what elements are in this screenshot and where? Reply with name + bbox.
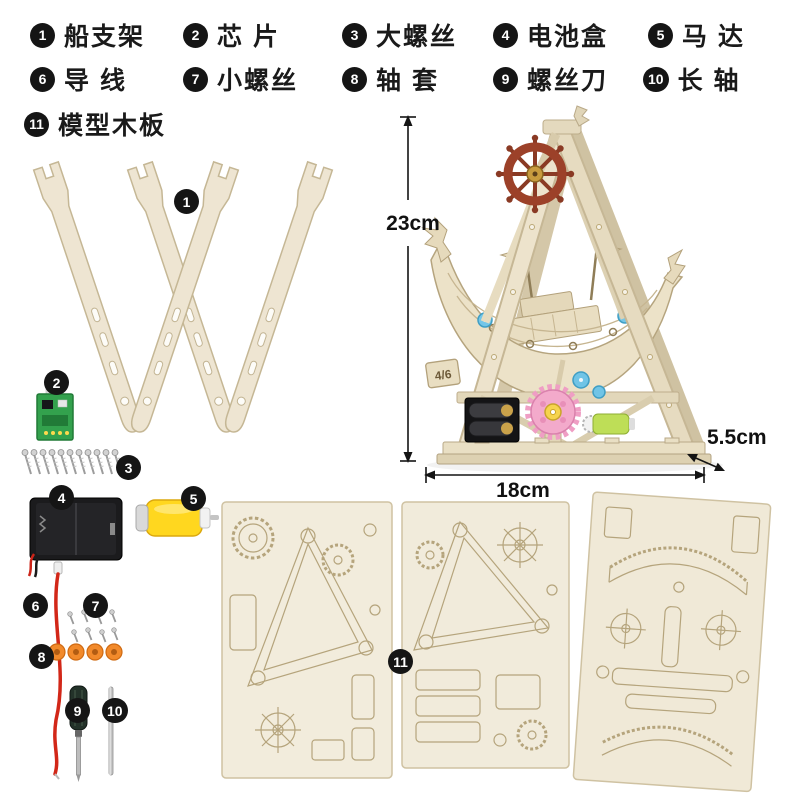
part-badge-small-screws: 7 (83, 593, 108, 618)
legend-label-wire: 导 线 (64, 67, 127, 95)
legend-label-large-screws: 大螺丝 (376, 23, 458, 51)
legend-item-long-shaft: 10 长 轴 (643, 61, 741, 97)
legend-number-11: 11 (24, 111, 49, 137)
part-badge-screwdriver: 9 (65, 698, 90, 723)
legend-item-large-screws: 3 大螺丝 (342, 17, 457, 53)
legend-label-chip: 芯 片 (217, 23, 280, 51)
step-plate: 4/6 (425, 358, 461, 389)
part-badge-battery-box: 4 (49, 485, 74, 510)
legend-number-9: 9 (493, 66, 518, 92)
chip-pcb-photo (36, 387, 74, 441)
legend-item-ship-bracket: 1 船支架 (30, 17, 145, 53)
depth-dimension-label: 5.5cm (707, 426, 767, 449)
legend-item-screwdriver: 9 螺丝刀 (493, 61, 608, 97)
legend-number-8: 8 (342, 66, 367, 92)
width-dimension-label: 18cm (496, 479, 550, 502)
drive-assembly (464, 359, 635, 443)
model-board-a (221, 501, 393, 779)
part-badge-ship-bracket: 1 (174, 189, 199, 214)
bushings-photo (48, 643, 123, 661)
part-badge-chip: 2 (44, 370, 69, 395)
motor-photo (135, 499, 219, 537)
battery-box-photo (27, 497, 123, 578)
legend-label-small-screws: 小螺丝 (217, 67, 299, 95)
legend-number-2: 2 (183, 22, 208, 48)
legend-label-ship-bracket: 船支架 (64, 23, 146, 51)
legend-label-model-boards: 模型木板 (58, 112, 167, 140)
legend-number-5: 5 (648, 22, 673, 48)
legend-number-4: 4 (493, 22, 518, 48)
model-board-c (572, 491, 772, 793)
ship-wheel-icon (495, 132, 575, 214)
legend-item-motor: 5 马 达 (648, 17, 745, 53)
large-screws-photo (21, 448, 123, 475)
step-plate-text: 4/6 (434, 367, 453, 383)
legend-item-wire: 6 导 线 (30, 61, 127, 97)
model-board-b (401, 501, 570, 769)
legend-label-motor: 马 达 (682, 23, 745, 51)
legend-label-battery-box: 电池盒 (527, 23, 609, 51)
wire-photo (53, 561, 63, 780)
part-badge-long-shaft: 10 (102, 698, 128, 723)
legend-item-battery-box: 4 电池盒 (493, 17, 608, 53)
legend-item-chip: 2 芯 片 (183, 17, 280, 53)
legend-label-bushing: 轴 套 (376, 67, 439, 95)
part-badge-large-screws: 3 (116, 455, 141, 480)
legend-item-small-screws: 7 小螺丝 (183, 61, 298, 97)
legend-number-10: 10 (643, 66, 669, 92)
legend-label-long-shaft: 长 轴 (677, 67, 741, 95)
part-badge-model-boards: 11 (388, 649, 413, 674)
part-badge-motor: 5 (181, 486, 206, 511)
legend-number-6: 6 (30, 66, 55, 92)
part-badge-wire: 6 (23, 593, 48, 618)
legend-number-7: 7 (183, 66, 208, 92)
legend-number-1: 1 (30, 22, 55, 48)
dimension-annotations: 23cm 18cm 5.5cm (386, 115, 767, 502)
height-dimension-label: 23cm (386, 212, 440, 235)
legend-item-model-boards: 11 模型木板 (24, 106, 166, 142)
legend-label-screwdriver: 螺丝刀 (527, 67, 609, 95)
assembled-model-photo: 4/6 (386, 105, 767, 502)
legend-number-3: 3 (342, 22, 367, 48)
part-badge-bushing: 8 (29, 644, 54, 669)
legend-item-bushing: 8 轴 套 (342, 61, 439, 97)
